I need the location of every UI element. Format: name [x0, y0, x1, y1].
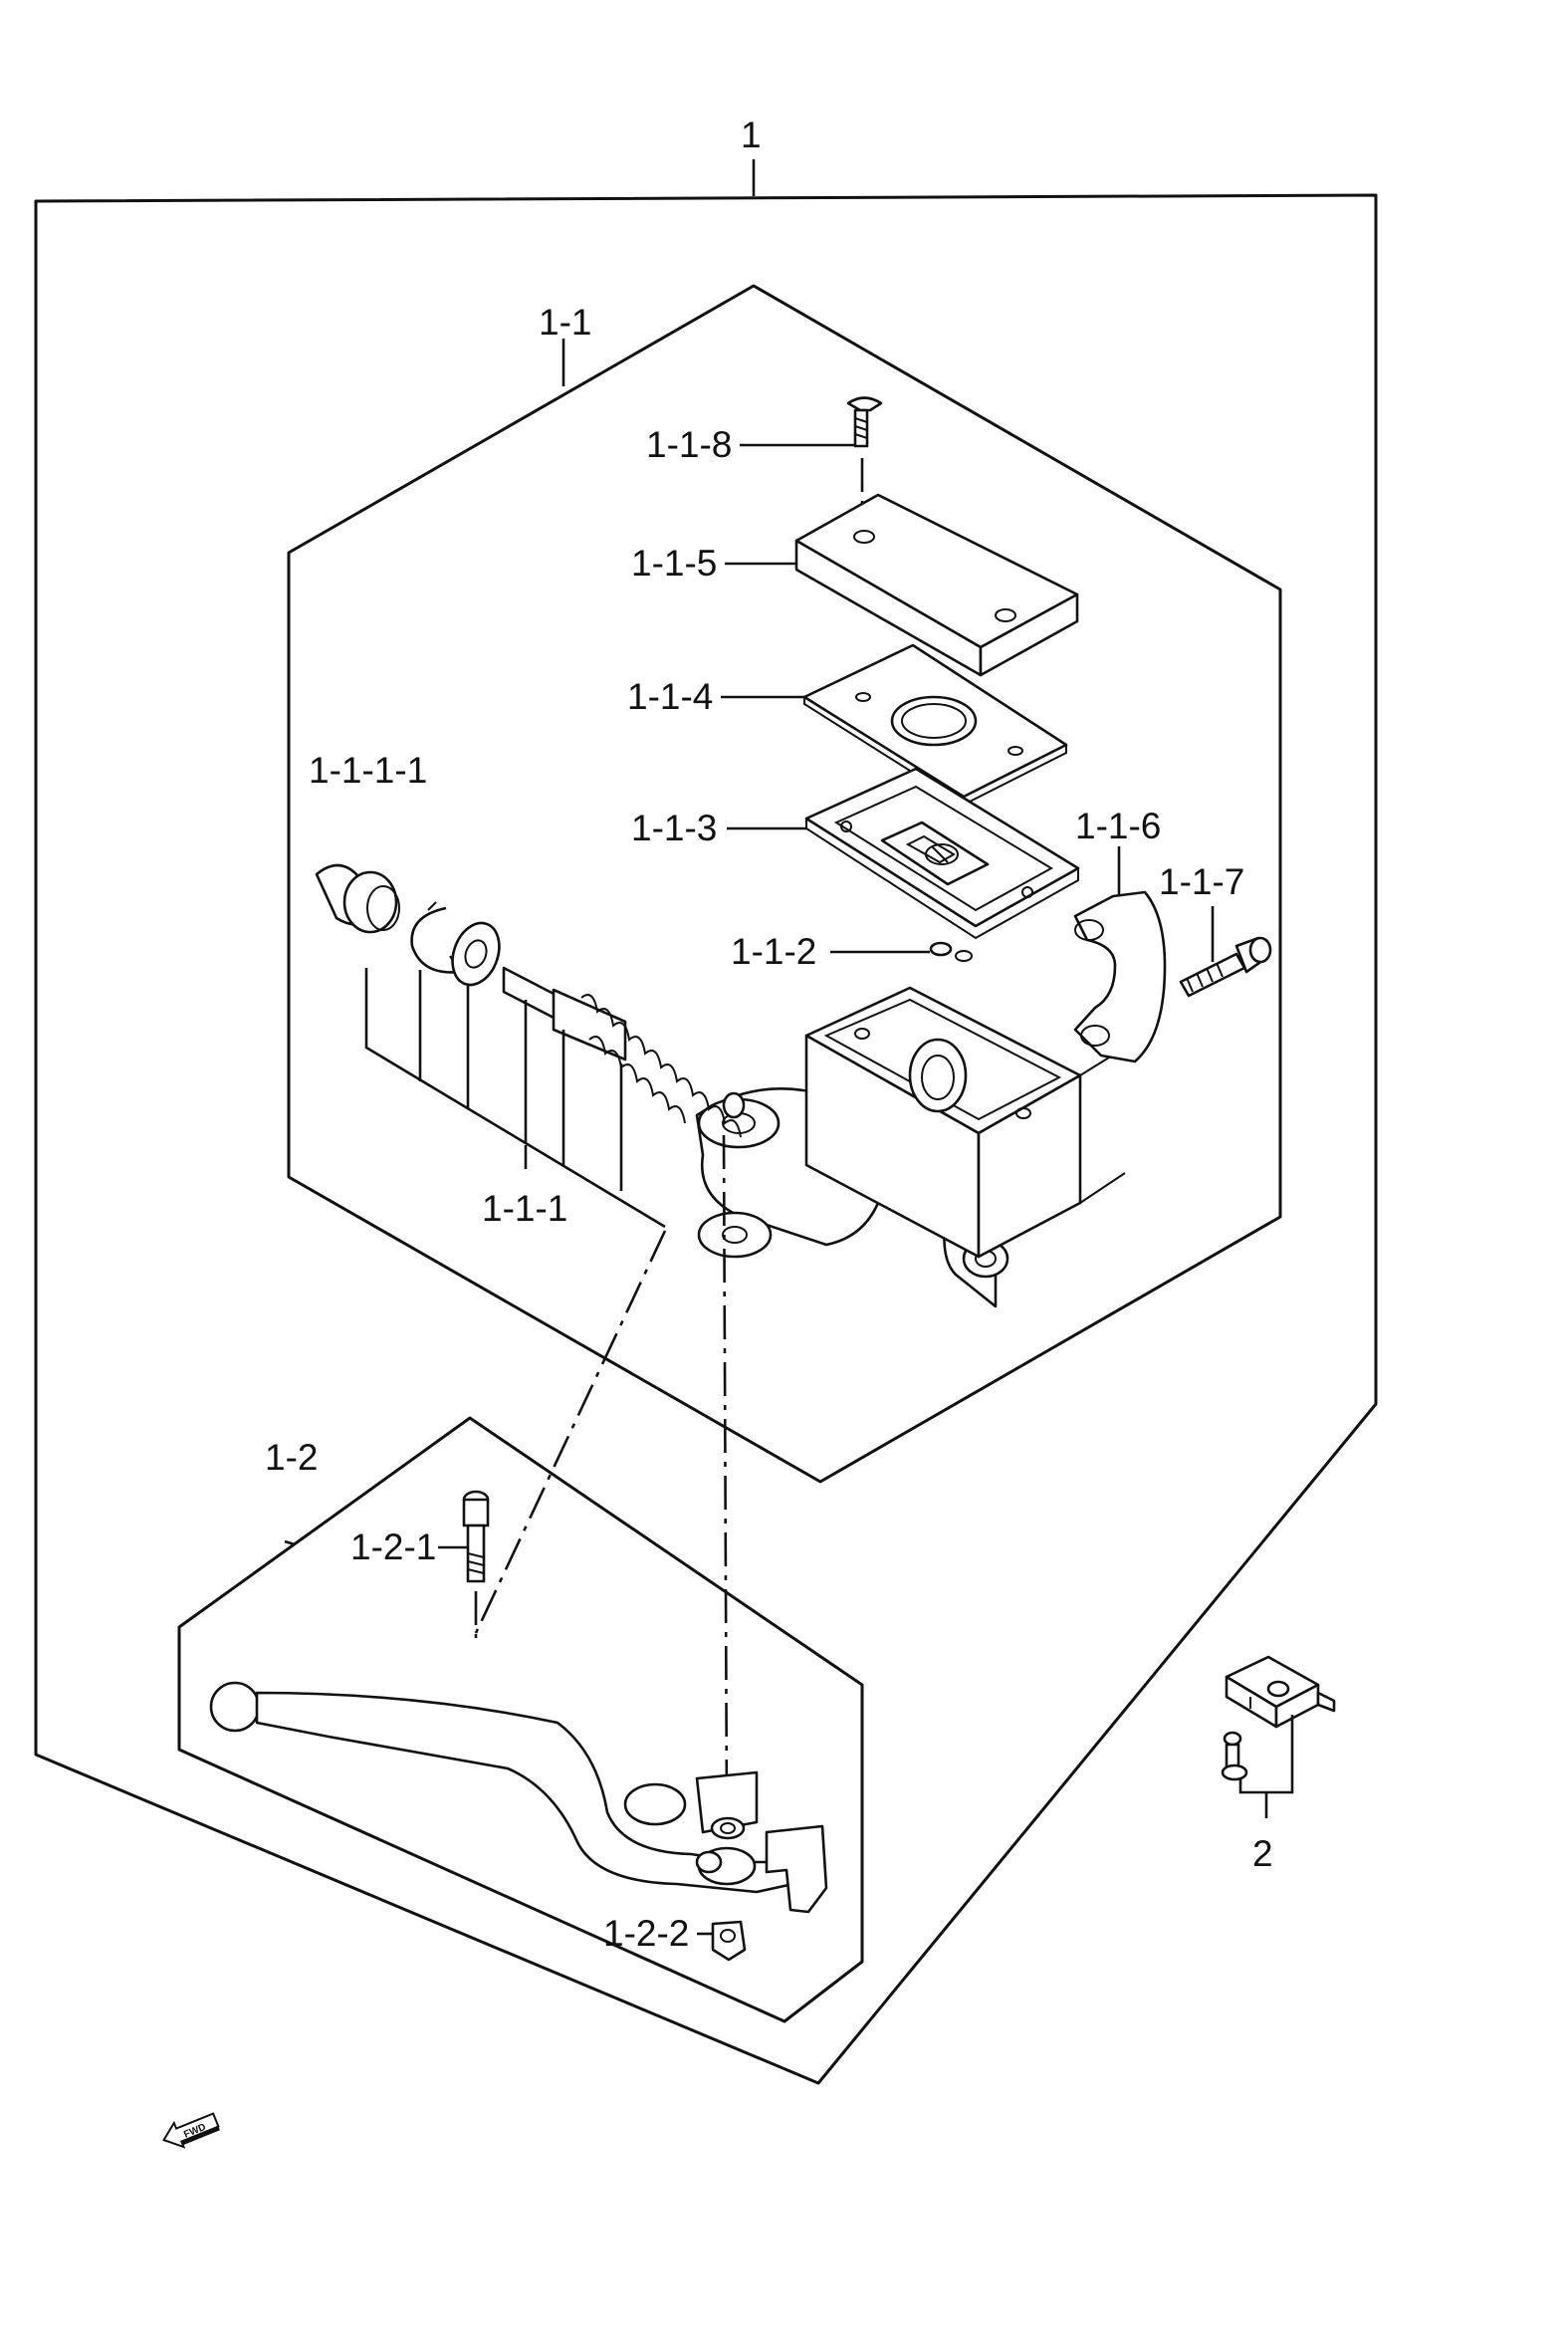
- cap-screw-part: [846, 396, 883, 538]
- fwd-arrow-icon: FWD: [162, 2112, 220, 2149]
- label-reservoir-cap: 1-1-5: [631, 543, 717, 584]
- reservoir-cap-part: [794, 493, 1079, 677]
- label-lever-set: 1-2: [265, 1437, 318, 1478]
- label-assy: 1: [741, 115, 762, 155]
- label-holder: 1-1-6: [1075, 806, 1161, 846]
- diaphragm-plate-part: [802, 643, 1068, 807]
- label-switch: 2: [1252, 1833, 1273, 1874]
- brake-switch-part: [1221, 1655, 1336, 1818]
- label-holder-bolt: 1-1-7: [1159, 861, 1244, 902]
- label-lever-bolt: 1-2-1: [350, 1527, 436, 1567]
- label-leaders: [438, 443, 1215, 1936]
- label-clip: 1-1-2: [731, 931, 816, 972]
- lever-nut-part: [711, 1920, 747, 1962]
- clip-part: [929, 941, 973, 962]
- lever-boundary: [177, 1416, 864, 2023]
- label-lever-nut: 1-2-2: [603, 1913, 689, 1954]
- assembly-1-boundary: [34, 159, 1378, 2085]
- label-diaphragm-plate: 1-1-3: [631, 808, 717, 848]
- lever-bolt-part: [462, 1490, 490, 1583]
- label-master-cylinder: 1-1: [539, 302, 591, 343]
- label-diaphragm: 1-1-4: [627, 676, 713, 717]
- part-labels: 1 1-1 1-1-8 1-1-5 1-1-4 1-1-1-1 1-1-3 1-…: [265, 115, 1273, 1954]
- holder-bolt-part: [1179, 936, 1272, 998]
- master-cylinder-boundary: [287, 284, 1282, 1484]
- label-cap-screw: 1-1-8: [646, 424, 732, 465]
- label-piston-cup: 1-1-1-1: [309, 750, 427, 791]
- label-piston-set: 1-1-1: [482, 1188, 567, 1229]
- brake-lever-part: [209, 1681, 828, 1914]
- piston-set-parts: [315, 863, 746, 1229]
- alignment-lines: [474, 1134, 729, 1813]
- holder-part: [1073, 890, 1167, 1063]
- diaphragm-part: [804, 767, 1080, 940]
- master-cylinder-body: [695, 986, 1126, 1308]
